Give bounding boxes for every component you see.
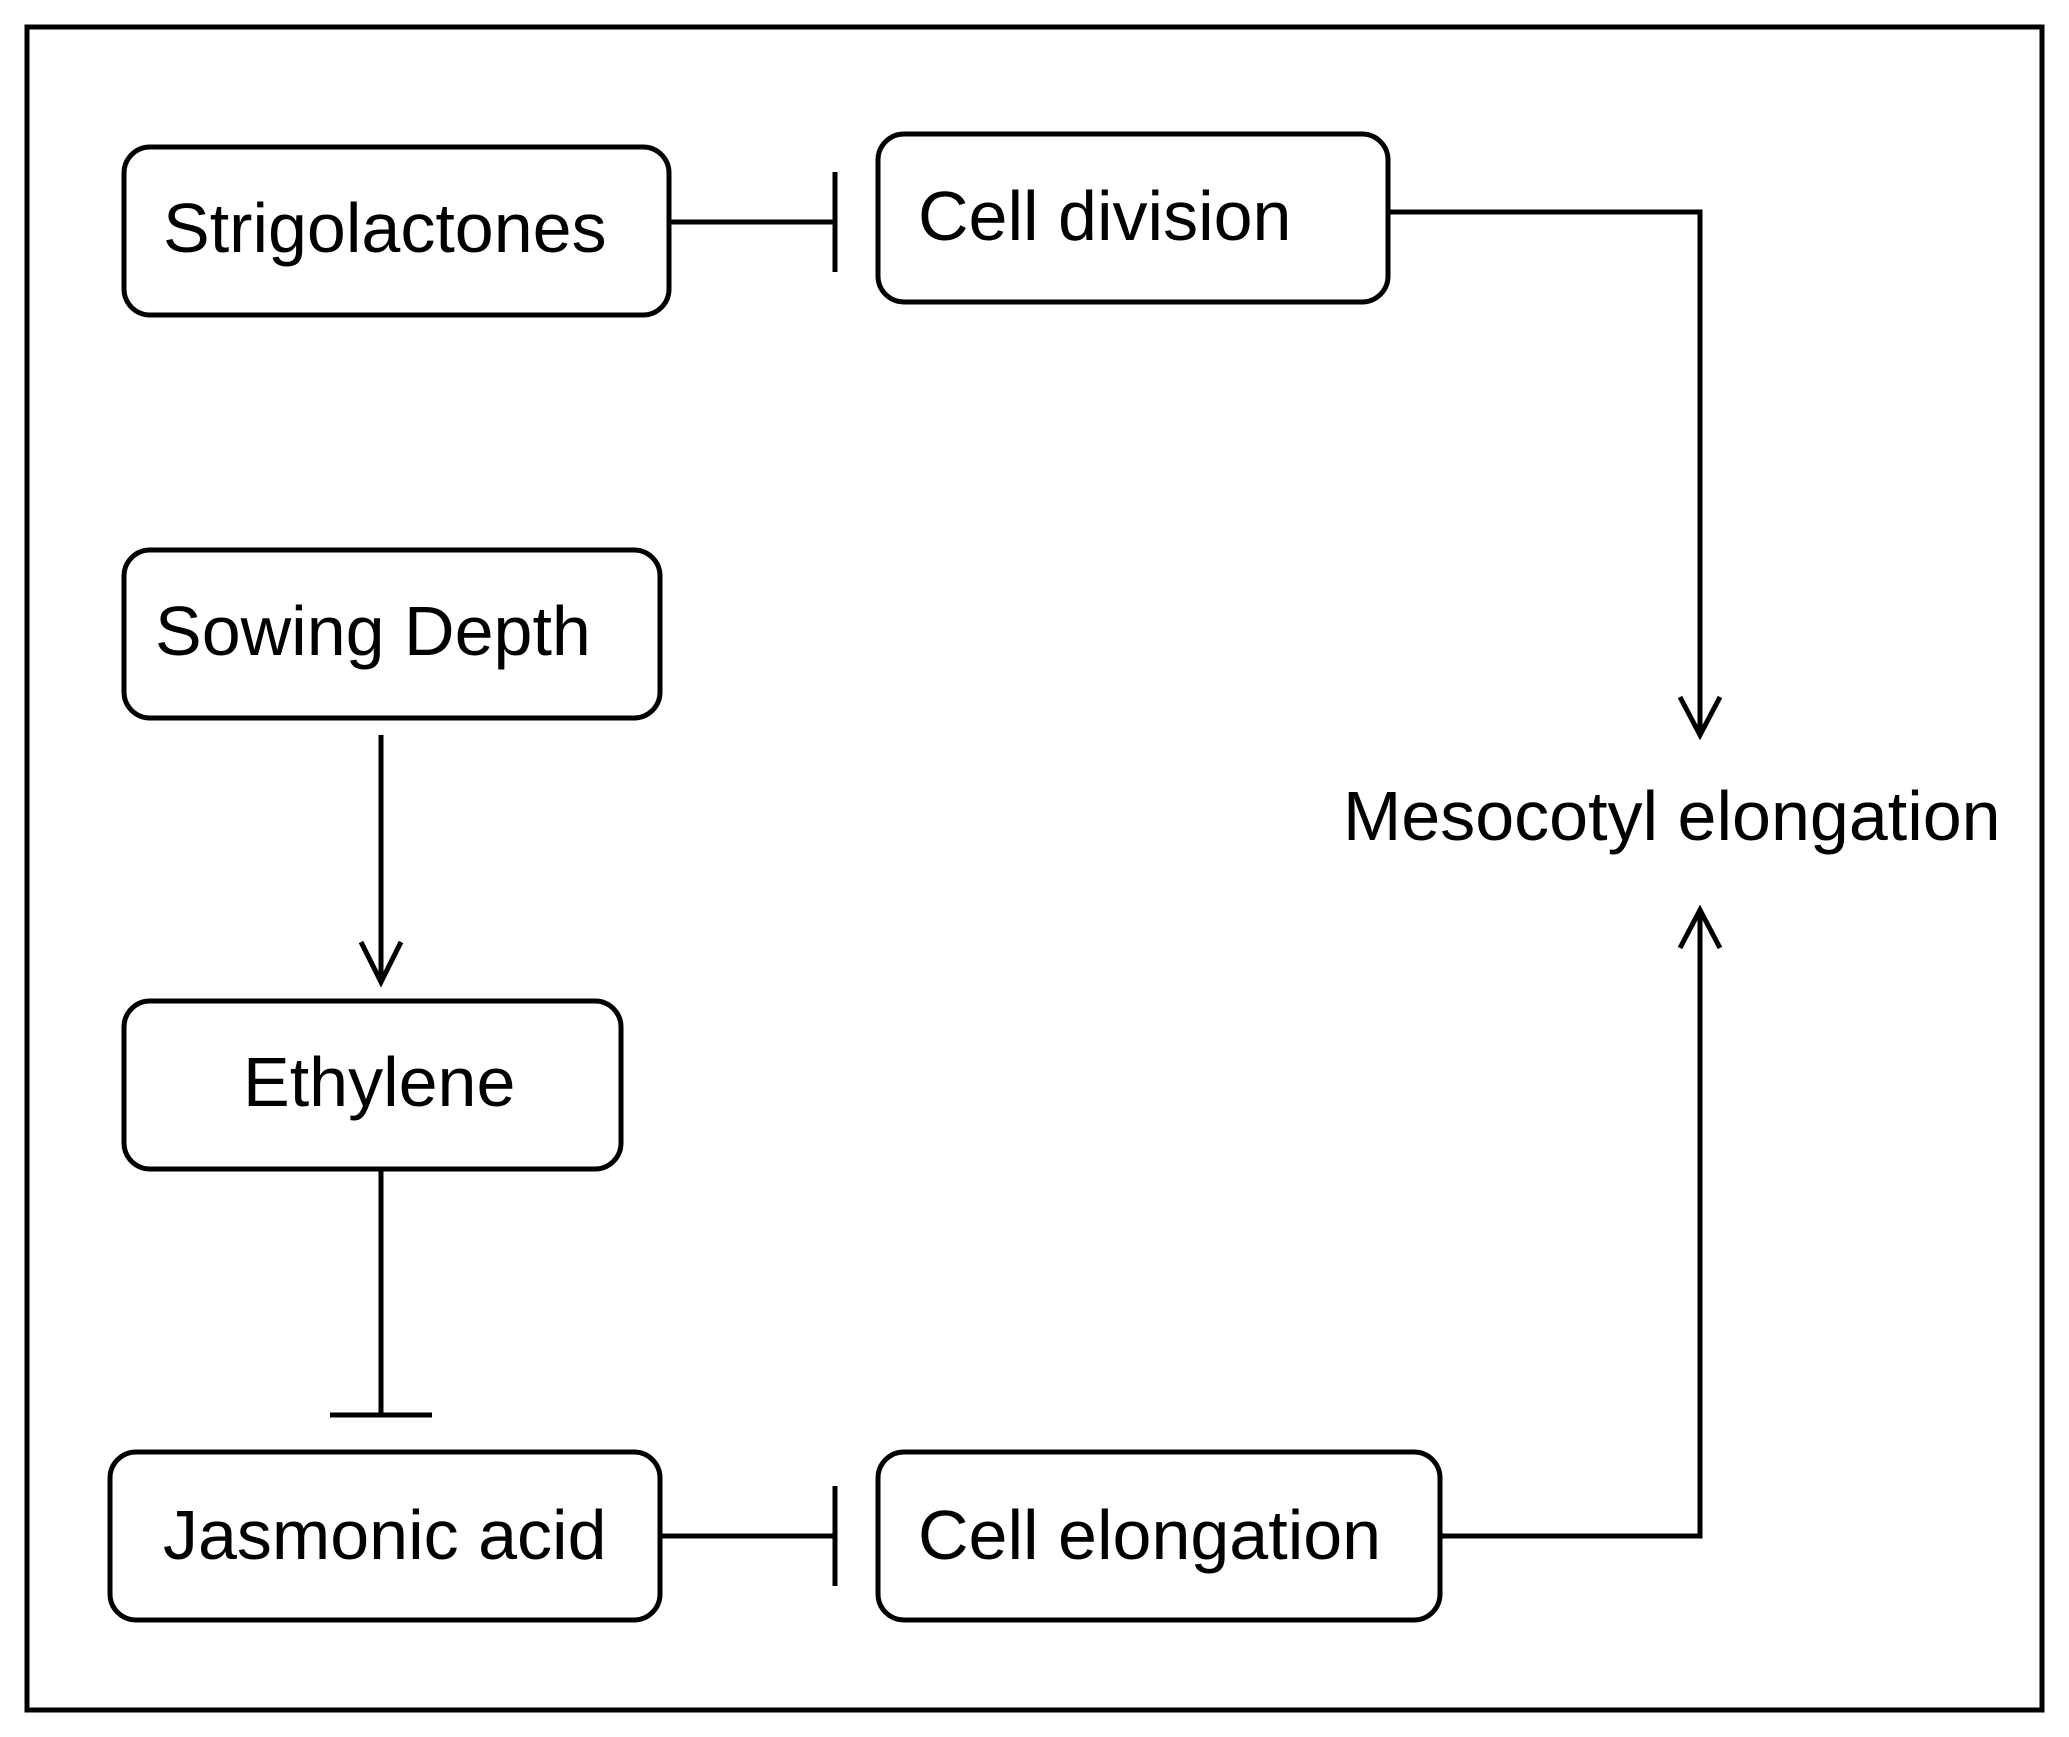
node-mesocotyl-elongation-label: Mesocotyl elongation	[1343, 777, 2001, 855]
node-jasmonic-acid: Jasmonic acid	[107, 1449, 663, 1623]
node-ethylene-label: Ethylene	[243, 1043, 515, 1121]
outer-frame	[24, 24, 2045, 1713]
edge-cell-division-to-mesocotyl-elongation	[1388, 209, 1723, 741]
node-cell-elongation: Cell elongation	[875, 1449, 1443, 1623]
edge-sowing-depth-to-ethylene	[358, 735, 404, 988]
node-sowing-depth-label: Sowing Depth	[155, 592, 591, 670]
node-cell-division: Cell division	[875, 131, 1391, 305]
edge-jasmonic-acid-inhibits-cell-elongation	[660, 1486, 838, 1586]
edge-cell-elongation-to-mesocotyl-elongation	[1440, 904, 1723, 1539]
node-cell-division-label: Cell division	[918, 177, 1291, 255]
node-ethylene: Ethylene	[121, 998, 624, 1172]
node-strigolactones: Strigolactones	[121, 144, 672, 318]
edge-ethylene-inhibits-jasmonic-acid	[330, 1169, 432, 1418]
node-cell-elongation-label: Cell elongation	[918, 1496, 1381, 1574]
node-strigolactones-label: Strigolactones	[163, 189, 607, 267]
edge-strigolactones-inhibits-cell-division	[669, 172, 838, 272]
node-sowing-depth: Sowing Depth	[121, 547, 663, 721]
node-jasmonic-acid-label: Jasmonic acid	[163, 1496, 607, 1574]
